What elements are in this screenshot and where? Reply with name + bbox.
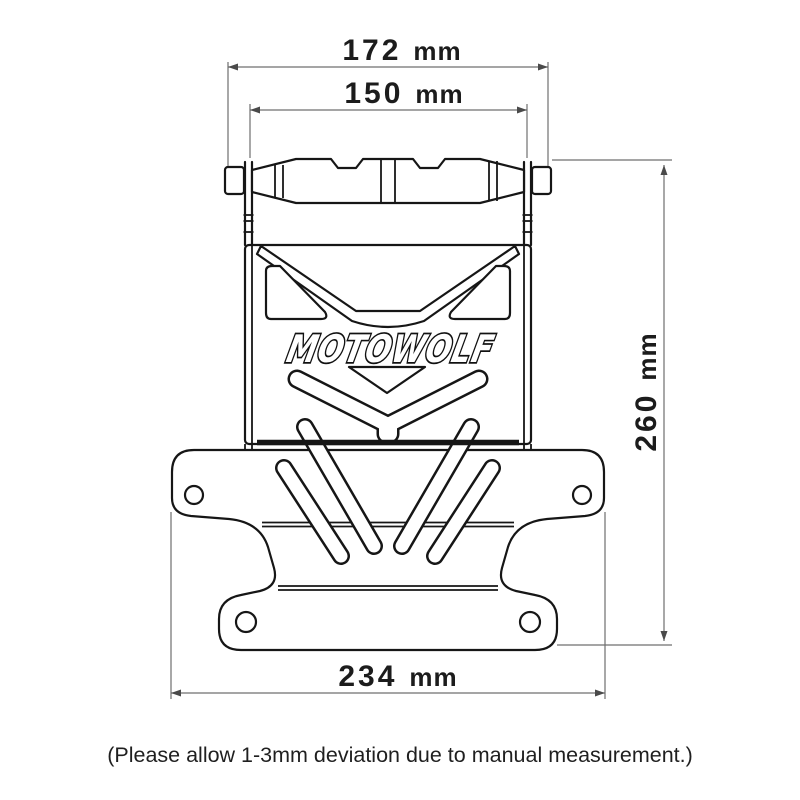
brand-text: MOTOWOLF [283, 327, 498, 372]
crossbar-body [250, 157, 526, 205]
right-ear-hole [571, 484, 593, 506]
bottom-right-hole [518, 610, 542, 634]
brand-logo: MOTOWOLF [281, 326, 500, 374]
right-triangle-cutout [448, 264, 512, 321]
wing-bend-lines [262, 521, 514, 591]
crossbar [223, 157, 553, 205]
v-slot-cutout [255, 244, 521, 329]
bottom-left-hole [234, 610, 258, 634]
wing-blade-cutouts [275, 418, 501, 565]
wing-plate-outline [170, 448, 606, 652]
rail-ticks [243, 214, 533, 233]
left-triangle-cutout [264, 264, 328, 321]
dimension-260: 260mm [552, 159, 672, 646]
chevron-triangle-cutout [347, 365, 427, 395]
left-ear-hole [183, 484, 205, 506]
y-cutout [287, 369, 489, 444]
wing-plate [170, 448, 606, 652]
dim-260-label: 260mm [630, 332, 663, 451]
measurement-note: (Please allow 1-3mm deviation due to man… [107, 743, 693, 767]
left-end-cap [223, 165, 246, 196]
right-end-cap [530, 165, 553, 196]
crossbar-dividers [274, 160, 498, 202]
